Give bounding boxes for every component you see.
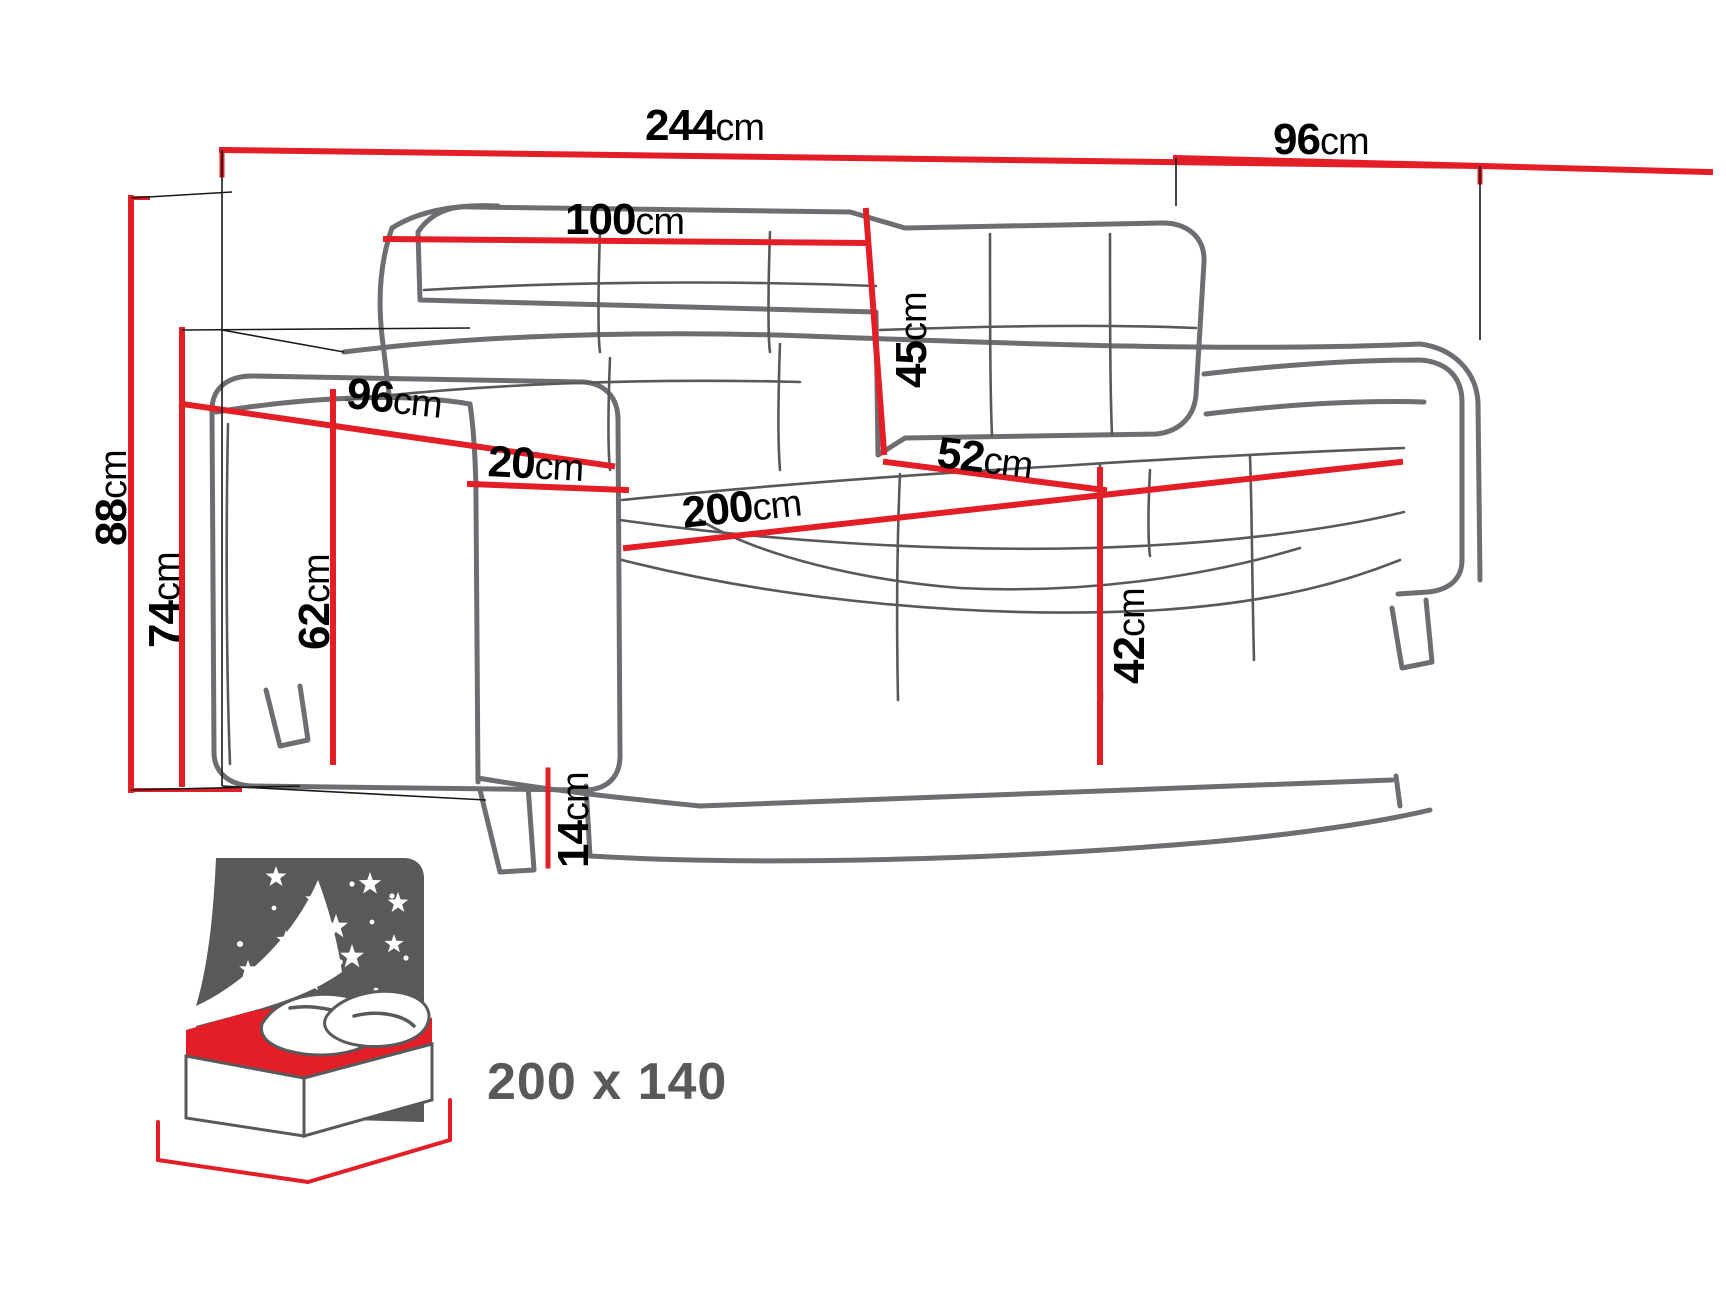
dimension-value-244: 244: [645, 101, 716, 150]
pillow-right-crease: [352, 1011, 416, 1028]
dimension-value-45: 45: [887, 341, 936, 388]
dimension-label-seat-height: 42cm: [1105, 588, 1154, 684]
sofa-front-apron: [475, 775, 1395, 809]
seat-cushion-split-3: [1248, 454, 1256, 662]
dimline-45-vertical: [862, 207, 888, 456]
dimension-value-96-arm: 96: [344, 369, 397, 423]
dimension-unit-244: cm: [715, 107, 765, 149]
construction-lines-group: [130, 150, 1481, 801]
ext-line-bottom-base: [221, 785, 487, 801]
back-left-leg: [263, 683, 311, 749]
dimension-unit-52: cm: [981, 439, 1035, 488]
backrest-tuft-v1: [597, 228, 602, 354]
dimline-52-diagonal: [882, 458, 1108, 494]
dimension-value-52: 52: [934, 428, 987, 483]
dimension-value-42: 42: [1105, 637, 1154, 684]
dimension-unit-42: cm: [1111, 588, 1153, 638]
mattress-right-panel: [302, 1042, 434, 1138]
left-armrest-crease: [225, 422, 232, 766]
dimension-value-20: 20: [486, 437, 537, 489]
mattress-dim-arrows: [156, 1098, 452, 1184]
dimension-unit-96-arm: cm: [390, 379, 444, 427]
left-armrest-inner-panel: [467, 401, 481, 785]
dimline-96depth-top: [1172, 154, 1714, 176]
ext-line-left-to-88: [130, 191, 233, 199]
back-tuft-h1: [344, 379, 802, 402]
dimension-label-overall-width: 244cm: [645, 101, 765, 150]
dimension-unit-45: cm: [893, 292, 935, 342]
dimension-label-backrest-width: 100cm: [565, 195, 685, 244]
dimension-label-overall-height: 88cm: [87, 450, 136, 546]
dimension-label-armrest-depth: 96cm: [344, 369, 444, 427]
seat-top-surface: [620, 446, 1406, 502]
dimension-value-100: 100: [565, 195, 636, 244]
sleeping-area-size-label: 200 x 140: [487, 1052, 727, 1112]
mattress-dim-right: [306, 1138, 452, 1184]
sofa-outline-group: [209, 203, 1483, 875]
front-left-leg: [477, 783, 537, 875]
back-tuft-v1: [607, 356, 612, 472]
backrest-tuft-v2: [767, 230, 772, 354]
dimension-unit-200: cm: [750, 482, 804, 530]
dimension-label-height-to-backrest: 74cm: [140, 552, 189, 648]
left-armrest-outline: [209, 373, 623, 793]
sleeping-area-size-text: 200 x 140: [487, 1053, 728, 1111]
dimension-unit-62: cm: [296, 554, 338, 604]
dimension-unit-74: cm: [146, 552, 188, 602]
dimension-label-armrest-height: 62cm: [290, 554, 339, 650]
dimline-96arm-diagonal: [178, 400, 616, 470]
sofa-body-bottom-edge: [587, 807, 1433, 864]
dimension-value-200: 200: [679, 481, 755, 538]
dimension-value-74: 74: [140, 601, 189, 648]
dimension-value-62: 62: [290, 603, 339, 650]
dimension-unit-96-depth: cm: [1319, 121, 1370, 163]
front-right-leg: [1389, 597, 1435, 671]
right-armrest-inner: [1203, 399, 1427, 417]
sheet-swoosh-shape: [196, 880, 342, 1026]
dimension-value-88: 88: [87, 499, 136, 546]
seat-quilt-1: [698, 518, 962, 590]
dimension-unit-100: cm: [635, 201, 685, 243]
dimension-unit-20: cm: [533, 445, 585, 490]
dimension-label-overall-depth: 96cm: [1273, 115, 1370, 164]
dimension-label-backrest-height: 45cm: [887, 292, 936, 388]
sofa-back-top-edge: [341, 331, 1423, 355]
ext-line-88-bottom: [130, 785, 301, 791]
backrest-tuft-v4: [1108, 232, 1114, 436]
dimension-value-14: 14: [549, 821, 598, 868]
seat-quilt-3: [1147, 468, 1152, 558]
left-armrest-top-fold: [213, 395, 473, 415]
dimline-100-horizontal: [382, 235, 870, 247]
sofa-body-left-bottom: [583, 783, 593, 859]
seat-front-bottom: [620, 558, 1402, 614]
back-panel-top-edge: [389, 203, 501, 231]
ext-line-back-left: [221, 329, 345, 353]
dimension-unit-88: cm: [93, 450, 135, 500]
right-armrest-outline: [1201, 357, 1465, 597]
mattress-dim-bottom: [156, 1158, 310, 1184]
sofa-back-right-edge: [1417, 341, 1483, 583]
dimension-lines-group: [128, 146, 1714, 869]
ext-line-74-to-body: [181, 327, 471, 331]
sofa-body-right-bottom: [1393, 773, 1403, 809]
seat-cushion-split-1: [895, 472, 902, 702]
seat-quilt-2: [958, 546, 1302, 591]
dimension-label-leg-height: 14cm: [549, 772, 598, 868]
dimline-20-horizontal: [466, 480, 630, 494]
dimline-200-diagonal: [622, 458, 1404, 552]
dimension-label-armrest-width: 20cm: [486, 437, 585, 490]
bed-mattress-icon: [156, 858, 452, 1184]
backrest-tuft-v3: [988, 232, 994, 438]
pillow-right-shape: [323, 989, 431, 1048]
dimension-value-96-depth: 96: [1273, 115, 1321, 164]
back-tuft-v2: [777, 342, 782, 472]
backrest-tuft-h1: [422, 281, 878, 292]
dimension-unit-14: cm: [555, 772, 597, 822]
backrest-tuft-h2: [878, 324, 1198, 332]
